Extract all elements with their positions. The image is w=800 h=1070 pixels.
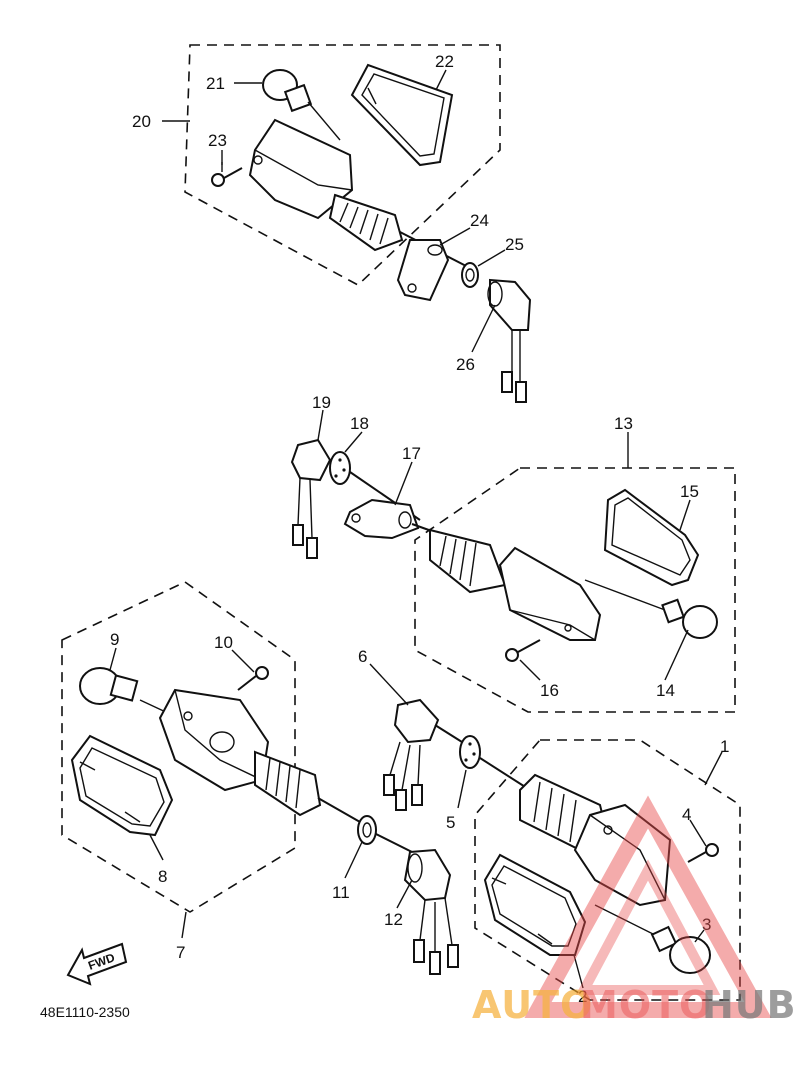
part-label-2: 2 (578, 987, 587, 1006)
screw-23 (211, 162, 243, 187)
lens-2 (483, 853, 587, 956)
part-label-23: 23 (208, 131, 227, 150)
nut-5 (459, 735, 531, 791)
part-label-13: 13 (614, 414, 633, 433)
automotohub-watermark: AUTO MOTO HUB (472, 795, 797, 1027)
part-label-26: 26 (456, 355, 475, 374)
lens-22 (350, 63, 454, 167)
watermark-triangle-icon (524, 795, 772, 1018)
assembly-13-rear-right-flasher (290, 438, 736, 713)
bulb-14 (584, 579, 718, 639)
flasher-housing-1 (519, 773, 672, 907)
part-label-8: 8 (158, 867, 167, 886)
part-label-12: 12 (384, 910, 403, 929)
catalog-code: 48E1110-2350 (40, 1004, 130, 1020)
assembly-1-front-right-flasher (383, 698, 741, 1001)
part-label-7: 7 (176, 943, 185, 962)
part-label-14: 14 (656, 681, 675, 700)
nut-25 (461, 262, 479, 288)
leader-lines (109, 69, 723, 989)
part-label-21: 21 (206, 74, 225, 93)
bulb-3 (594, 904, 711, 974)
part-label-9: 9 (110, 630, 119, 649)
assembly-20-rear-left-flasher (184, 44, 532, 403)
grommet-26 (487, 278, 532, 403)
part-label-10: 10 (214, 633, 233, 652)
watermark-text-auto: AUTO (472, 983, 593, 1027)
fwd-arrow-icon: FWD (66, 942, 128, 986)
part-label-22: 22 (435, 52, 454, 71)
part-label-1: 1 (720, 737, 729, 756)
part-label-6: 6 (358, 647, 367, 666)
part-label-16: 16 (540, 681, 559, 700)
lens-8 (70, 734, 174, 837)
flasher-housing-7 (158, 688, 361, 823)
part-label-4: 4 (682, 805, 691, 824)
bulb-21 (262, 69, 341, 141)
nut-11 (357, 815, 413, 853)
bracket-24 (396, 239, 450, 302)
grommet-19 (290, 438, 332, 559)
part-label-5: 5 (446, 813, 455, 832)
part-label-17: 17 (402, 444, 421, 463)
part-label-3: 3 (702, 915, 711, 934)
screw-16 (505, 639, 541, 662)
part-label-18: 18 (350, 414, 369, 433)
part-label-15: 15 (680, 482, 699, 501)
watermark-text-moto: MOTO (580, 983, 712, 1027)
assembly-7-front-left-flasher (61, 581, 459, 975)
screw-4 (687, 843, 719, 863)
screw-10 (237, 666, 269, 691)
grommet-6 (383, 698, 463, 811)
flasher-housing-13 (411, 523, 602, 641)
part-label-20: 20 (132, 112, 151, 131)
part-label-24: 24 (470, 211, 489, 230)
bulb-9 (79, 667, 216, 736)
watermark-text-hub: HUB (702, 983, 797, 1027)
part-label-19: 19 (312, 393, 331, 412)
bracket-17 (343, 498, 420, 540)
grommet-12 (403, 848, 459, 975)
part-label-25: 25 (505, 235, 524, 254)
part-label-11: 11 (332, 883, 350, 902)
lens-15 (603, 488, 700, 587)
part-number-labels: 1 2 3 4 5 6 7 8 9 10 11 12 13 14 15 16 1… (110, 52, 729, 1006)
